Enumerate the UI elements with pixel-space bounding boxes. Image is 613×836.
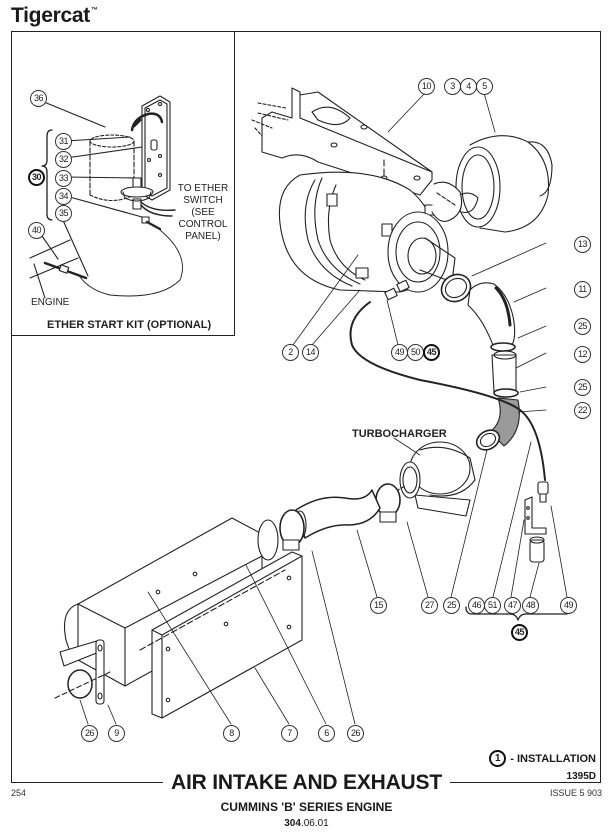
page-number: 254 <box>11 788 27 798</box>
ether-kit-art <box>29 95 183 299</box>
callout-4[interactable]: 4 <box>460 78 477 95</box>
engine-label: ENGINE <box>31 297 70 308</box>
turbocharger-label: TURBOCHARGER <box>352 428 447 440</box>
page-subtitle: CUMMINS 'B' SERIES ENGINE <box>220 800 393 814</box>
callout-22[interactable]: 22 <box>574 402 591 419</box>
to-ether-switch-label: TO ETHER SWITCH (SEE CONTROL PANEL) <box>172 183 234 243</box>
issue-number: ISSUE 5 903 <box>549 788 602 798</box>
callout-45-upper[interactable]: 45 <box>423 344 440 361</box>
label-line: (SEE <box>191 207 215 218</box>
intake-hose-art <box>440 273 520 451</box>
callout-51[interactable]: 51 <box>484 597 501 614</box>
turbocharger-art <box>379 441 476 517</box>
callout-26-lower[interactable]: 26 <box>81 725 98 742</box>
callout-8[interactable]: 8 <box>223 725 240 742</box>
label-line: SWITCH <box>183 195 223 206</box>
installation-legend: 1 - INSTALLATION <box>489 750 596 767</box>
ether-start-kit-inset <box>11 31 235 336</box>
callout-40[interactable]: 40 <box>28 222 45 239</box>
callout-5[interactable]: 5 <box>476 78 493 95</box>
section-code-bold: 304 <box>284 818 301 829</box>
drawing-number: 1395D <box>566 771 596 782</box>
callout-50[interactable]: 50 <box>407 344 424 361</box>
trademark-mark: ™ <box>90 7 98 14</box>
callout-25-upper[interactable]: 25 <box>574 318 591 335</box>
callout-14[interactable]: 14 <box>302 344 319 361</box>
callout-34[interactable]: 34 <box>55 188 72 205</box>
callout-27[interactable]: 27 <box>421 597 438 614</box>
air-cleaner-art <box>278 171 456 301</box>
installation-callout-icon: 1 <box>489 750 507 767</box>
ether-line-art <box>349 301 546 481</box>
callout-10[interactable]: 10 <box>418 78 435 95</box>
callout-7[interactable]: 7 <box>281 725 298 742</box>
label-line: CONTROL <box>178 219 228 230</box>
callout-12[interactable]: 12 <box>574 346 591 363</box>
precleaner-art <box>431 135 553 233</box>
section-code-rest: .06.01 <box>300 818 329 829</box>
callout-49-upper[interactable]: 49 <box>391 344 408 361</box>
page-title: AIR INTAKE AND EXHAUST <box>163 771 450 794</box>
brand-logo: Tigercat™ <box>11 4 98 28</box>
callout-45-kit[interactable]: 45 <box>511 624 528 641</box>
callout-13[interactable]: 13 <box>574 236 591 253</box>
muffler-art <box>54 517 303 719</box>
callout-25-lower[interactable]: 25 <box>443 597 460 614</box>
page-title-wrap: AIR INTAKE AND EXHAUST <box>0 771 613 795</box>
callout-47[interactable]: 47 <box>504 597 521 614</box>
label-line: TO ETHER <box>177 183 229 194</box>
callout-15[interactable]: 15 <box>370 597 387 614</box>
callout-31[interactable]: 31 <box>55 133 72 150</box>
callout-3[interactable]: 3 <box>444 78 461 95</box>
callout-9[interactable]: 9 <box>108 725 125 742</box>
sender-kit-art <box>524 481 549 563</box>
callout-32[interactable]: 32 <box>55 151 72 168</box>
section-code: 304.06.01 <box>0 818 613 829</box>
callout-33[interactable]: 33 <box>55 170 72 187</box>
installation-label: - INSTALLATION <box>510 752 596 765</box>
callout-30[interactable]: 30 <box>28 169 45 186</box>
callout-36[interactable]: 36 <box>30 90 47 107</box>
callout-46[interactable]: 46 <box>468 597 485 614</box>
callout-49-lower[interactable]: 49 <box>560 597 577 614</box>
callout-48[interactable]: 48 <box>522 597 539 614</box>
brand-name: Tigercat <box>11 4 90 27</box>
clamp-26-art <box>279 509 305 551</box>
callout-11[interactable]: 11 <box>574 281 591 298</box>
label-line: PANEL) <box>185 231 221 242</box>
exhaust-elbow-art <box>293 489 381 540</box>
callout-6[interactable]: 6 <box>318 725 335 742</box>
callout-2[interactable]: 2 <box>282 344 299 361</box>
inset-title: ETHER START KIT (OPTIONAL) <box>47 319 212 331</box>
callout-25-middle[interactable]: 25 <box>574 379 591 396</box>
clamp-27-art <box>375 483 401 523</box>
callout-26-upper[interactable]: 26 <box>347 725 364 742</box>
callout-35[interactable]: 35 <box>55 205 72 222</box>
